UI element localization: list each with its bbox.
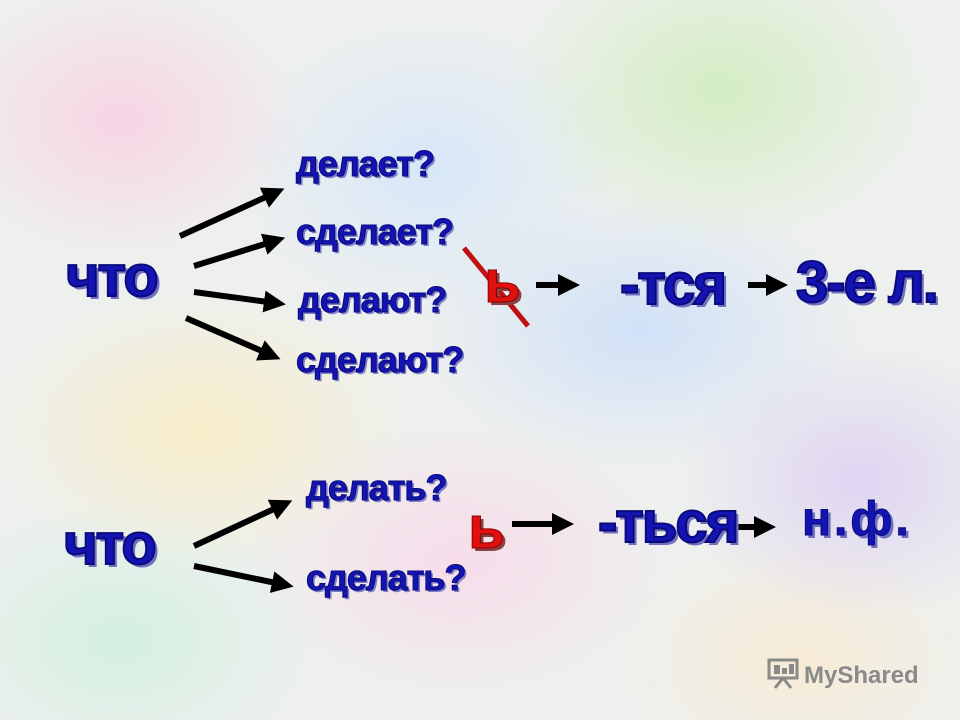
soft-sign-top: ь [484, 248, 522, 315]
question-delayut: делают? [297, 279, 447, 320]
question-sdelat: сделать? [306, 557, 468, 598]
suffix-tsya: -тся [619, 252, 728, 317]
watermark-text: MyShared [804, 661, 919, 689]
result-infinitive: н.ф. [802, 493, 912, 546]
presentation-screen-icon [766, 656, 800, 695]
question-delaet: делает? [296, 143, 436, 184]
question-sdelayut: сделают? [295, 339, 464, 380]
result-third-person: 3-е л. [795, 250, 940, 315]
question-delat: делать? [306, 467, 449, 508]
arrow-to-sdelaet [193, 233, 286, 269]
watermark: MyShared [766, 656, 919, 695]
soft-sign-bottom: ь [468, 494, 506, 561]
arrow-to-sdelat [193, 563, 294, 593]
arrow-to-delat [192, 499, 293, 549]
subject-top: что [65, 244, 160, 309]
strike-line [462, 246, 530, 328]
subject-bottom: что [63, 512, 158, 577]
arrow-to-delaet [178, 187, 285, 239]
arrow-to-sdelayut [184, 315, 281, 361]
suffix-tsya-soft: -ться [597, 490, 740, 555]
arrow-to-delayut [193, 289, 286, 313]
question-sdelaet: сделает? [296, 211, 455, 252]
